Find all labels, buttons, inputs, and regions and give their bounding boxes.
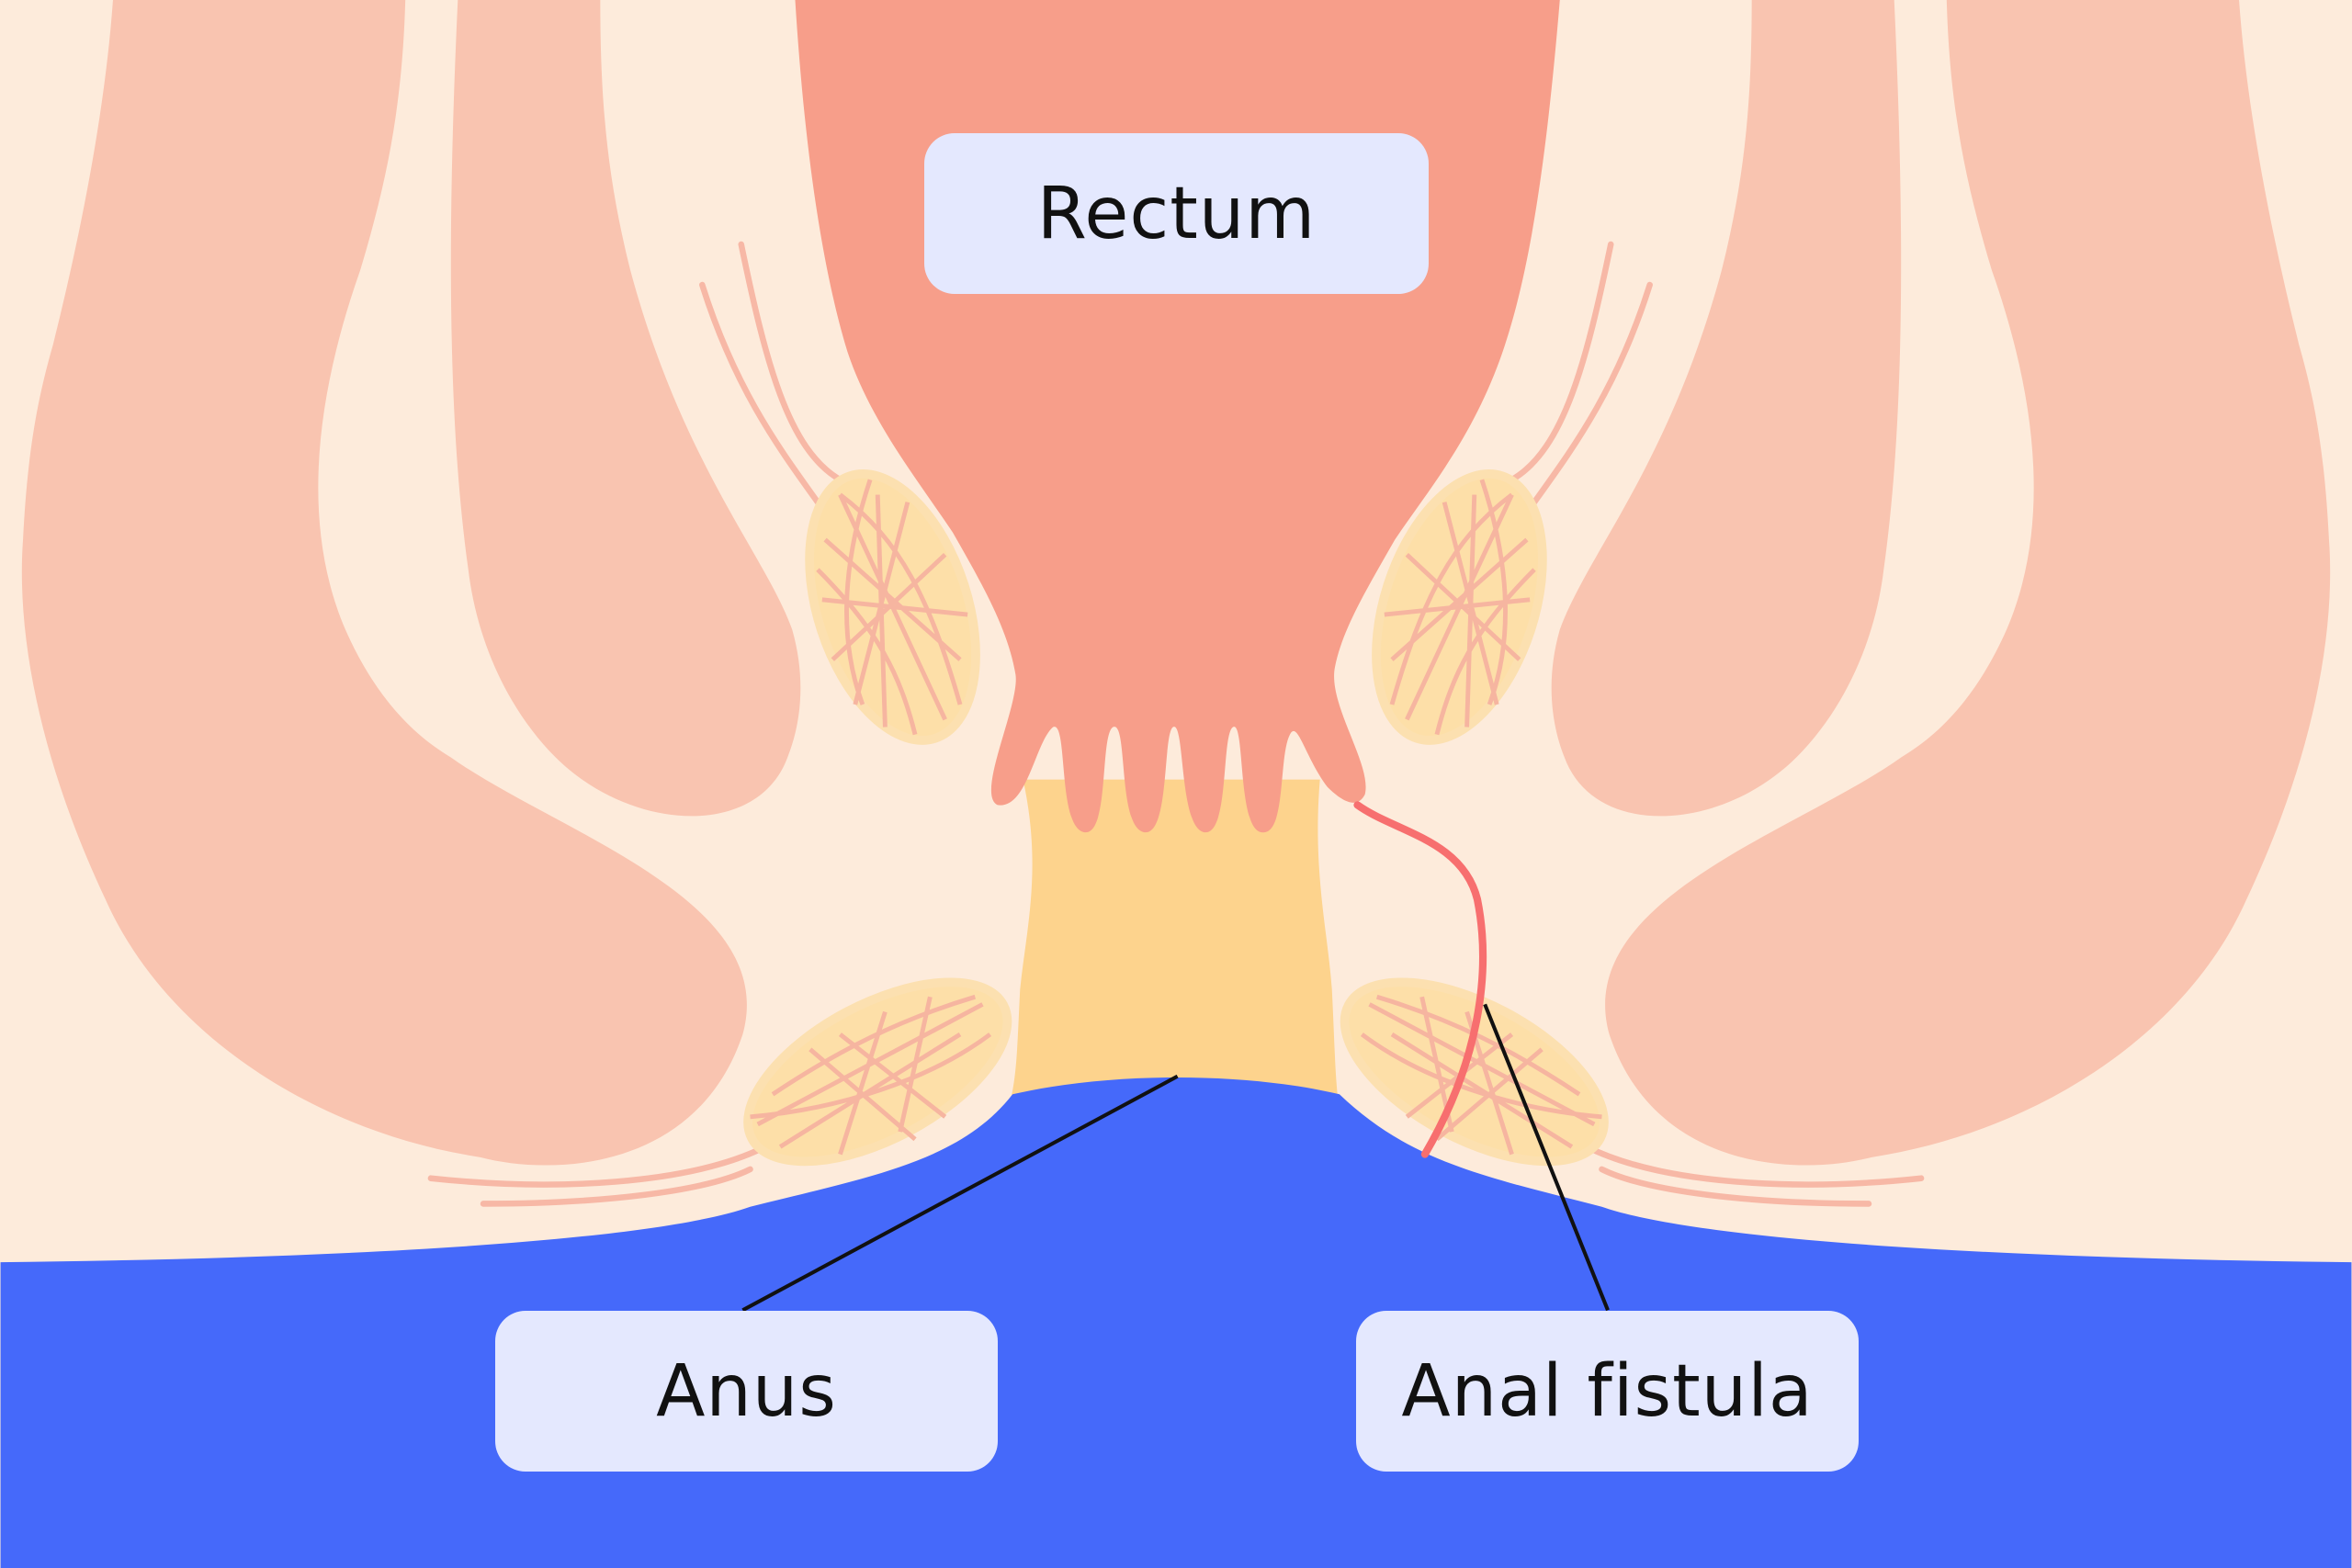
skin-surface: [0, 1077, 2352, 1568]
anal-canal: [1008, 779, 1340, 1110]
fistula-pointer-line: [1483, 1003, 1610, 1312]
anal-fistula-label: Anal fistula: [1356, 1311, 1859, 1472]
anus-label: Anus: [495, 1311, 998, 1472]
rectum-label: Rectum: [924, 133, 1429, 294]
anus-pointer-line: [741, 1074, 1179, 1313]
fistula-tract: [1353, 801, 1487, 1158]
